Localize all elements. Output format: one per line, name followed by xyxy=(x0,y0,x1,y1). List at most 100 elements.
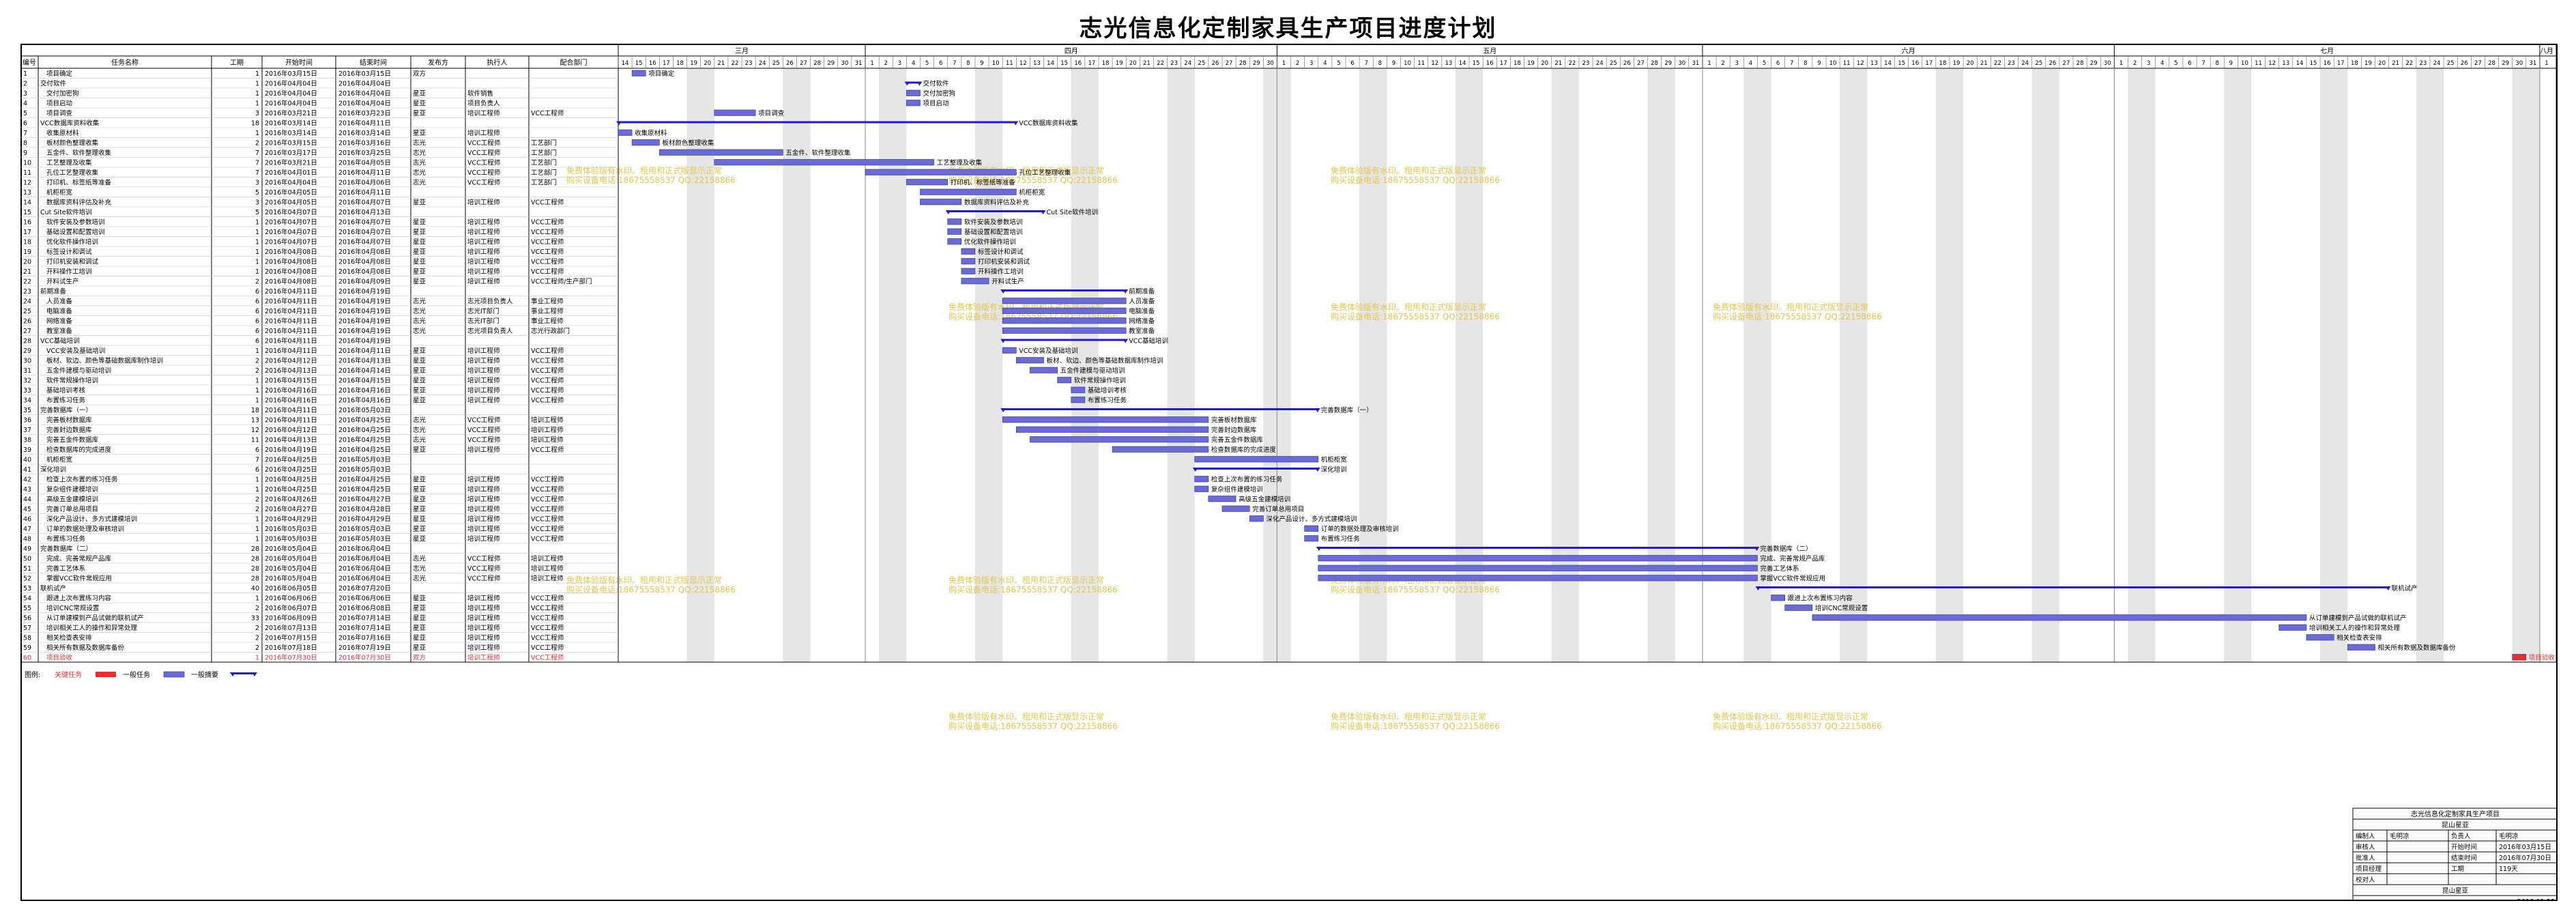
task-start: 2016年04月07日 xyxy=(265,208,317,216)
task-duration: 1 xyxy=(255,476,259,484)
task-end: 2016年06月04日 xyxy=(338,545,391,553)
task-name: 深化培训 xyxy=(40,466,66,474)
day-label: 14 xyxy=(622,60,629,67)
title-block-cell: 2016年03月15日 xyxy=(2499,843,2551,851)
task-name: 基础设置和配置培训 xyxy=(46,228,105,236)
task-id: 12 xyxy=(23,180,31,187)
title-block-cell: 校对人 xyxy=(2356,876,2375,884)
task-end: 2016年07月14日 xyxy=(338,614,391,623)
task-duration: 33 xyxy=(251,615,259,623)
task-dept: VCC工程师 xyxy=(531,604,564,612)
task-start: 2016年05月03日 xyxy=(265,535,317,543)
task-id: 45 xyxy=(23,506,31,513)
day-label: 25 xyxy=(772,60,780,67)
bar-label: 数据库资料评估及补充 xyxy=(964,199,1030,207)
weekend-band xyxy=(2141,68,2156,662)
task-issuer: 志光 xyxy=(413,149,426,157)
task-name: 培训相关工人的操作和异常处理 xyxy=(46,624,138,632)
legend-summary-label: 一般摘要 xyxy=(191,670,218,679)
task-dept: 志光行政部门 xyxy=(531,327,570,335)
task-duration: 11 xyxy=(251,437,259,444)
task-bar xyxy=(947,238,962,245)
task-end: 2016年05月03日 xyxy=(338,406,391,414)
task-duration: 2 xyxy=(255,625,259,632)
weekend-band xyxy=(1181,68,1195,662)
task-bar xyxy=(659,149,783,156)
day-label: 17 xyxy=(663,60,670,67)
task-dept: 培训工程师 xyxy=(531,565,564,573)
task-end: 2016年05月03日 xyxy=(338,535,391,543)
day-label: 12 xyxy=(2268,60,2276,67)
task-id: 40 xyxy=(23,457,31,464)
task-bar xyxy=(618,129,633,136)
task-bar xyxy=(2278,624,2307,631)
task-duration: 18 xyxy=(251,407,259,414)
day-label: 18 xyxy=(676,60,684,67)
month-label: 六月 xyxy=(1902,47,1915,55)
task-executor: VCC工程师 xyxy=(467,169,500,177)
day-label: 2 xyxy=(2133,60,2137,67)
task-duration: 18 xyxy=(251,120,259,128)
day-label: 25 xyxy=(2447,60,2455,67)
bar-label: 深化培训 xyxy=(1321,466,1347,474)
task-duration: 1 xyxy=(255,655,259,662)
task-bar xyxy=(1015,357,1044,364)
task-bar xyxy=(1318,565,1758,571)
task-id: 22 xyxy=(23,279,31,286)
month-label: 七月 xyxy=(2320,47,2334,55)
month-label: 八月 xyxy=(2540,47,2553,55)
day-label: 13 xyxy=(1870,60,1878,67)
task-id: 38 xyxy=(23,437,31,444)
task-bar xyxy=(947,218,962,225)
task-bar xyxy=(1318,555,1758,562)
task-executor: 培训工程师 xyxy=(467,228,500,236)
summary-end-cap xyxy=(916,81,923,86)
summary-start-cap xyxy=(1755,586,1761,590)
task-duration: 5 xyxy=(255,189,259,197)
day-label: 11 xyxy=(1843,60,1851,67)
task-end: 2016年04月09日 xyxy=(338,278,391,286)
day-label: 16 xyxy=(1486,60,1494,67)
weekend-band xyxy=(686,68,701,662)
bar-label: 板材、软边、颜色等基础数据库制作培训 xyxy=(1047,357,1163,365)
task-issuer: 星亚 xyxy=(413,377,426,385)
day-label: 2 xyxy=(1721,60,1724,67)
weekend-band xyxy=(2031,68,2046,662)
task-start: 2016年07月30日 xyxy=(265,654,317,662)
task-dept: VCC工程师 xyxy=(531,367,564,375)
task-end: 2016年04月25日 xyxy=(338,436,391,444)
task-name: 工艺整理及收集 xyxy=(46,159,92,167)
task-name: 开料试生产 xyxy=(46,278,79,286)
task-dept: VCC工程师 xyxy=(531,258,564,266)
task-issuer: 志光 xyxy=(413,575,426,583)
task-dept: VCC工程师 xyxy=(531,634,564,642)
day-label: 8 xyxy=(966,60,970,67)
day-label: 22 xyxy=(1568,60,1576,67)
day-label: 16 xyxy=(2324,60,2331,67)
task-issuer: 星亚 xyxy=(413,130,426,137)
bar-label: 高级五金建模培训 xyxy=(1239,496,1290,504)
day-label: 27 xyxy=(1637,60,1645,67)
task-name: 交付加密狗 xyxy=(46,89,79,98)
weekend-band xyxy=(2429,68,2444,662)
day-label: 15 xyxy=(635,60,643,67)
weekend-band xyxy=(989,68,1003,662)
bar-label: 布置练习任务 xyxy=(1088,397,1127,405)
weekend-band xyxy=(1661,68,1675,662)
day-label: 30 xyxy=(841,60,848,67)
task-id: 58 xyxy=(23,635,31,642)
task-issuer: 星亚 xyxy=(413,199,426,207)
task-id: 15 xyxy=(23,209,31,216)
task-dept: 事业工程师 xyxy=(531,317,564,326)
task-start: 2016年04月07日 xyxy=(265,218,317,227)
task-bar xyxy=(865,169,1017,175)
task-id: 3 xyxy=(23,90,27,98)
task-executor: VCC工程师 xyxy=(467,575,500,583)
task-dept: VCC工程师 xyxy=(531,357,564,365)
day-label: 4 xyxy=(1749,60,1752,67)
task-end: 2016年04月07日 xyxy=(338,218,391,227)
day-label: 1 xyxy=(870,60,873,67)
task-executor: 项目负责人 xyxy=(467,100,500,108)
task-name: 布置练习任务 xyxy=(46,535,86,543)
task-issuer: 星亚 xyxy=(413,506,426,513)
